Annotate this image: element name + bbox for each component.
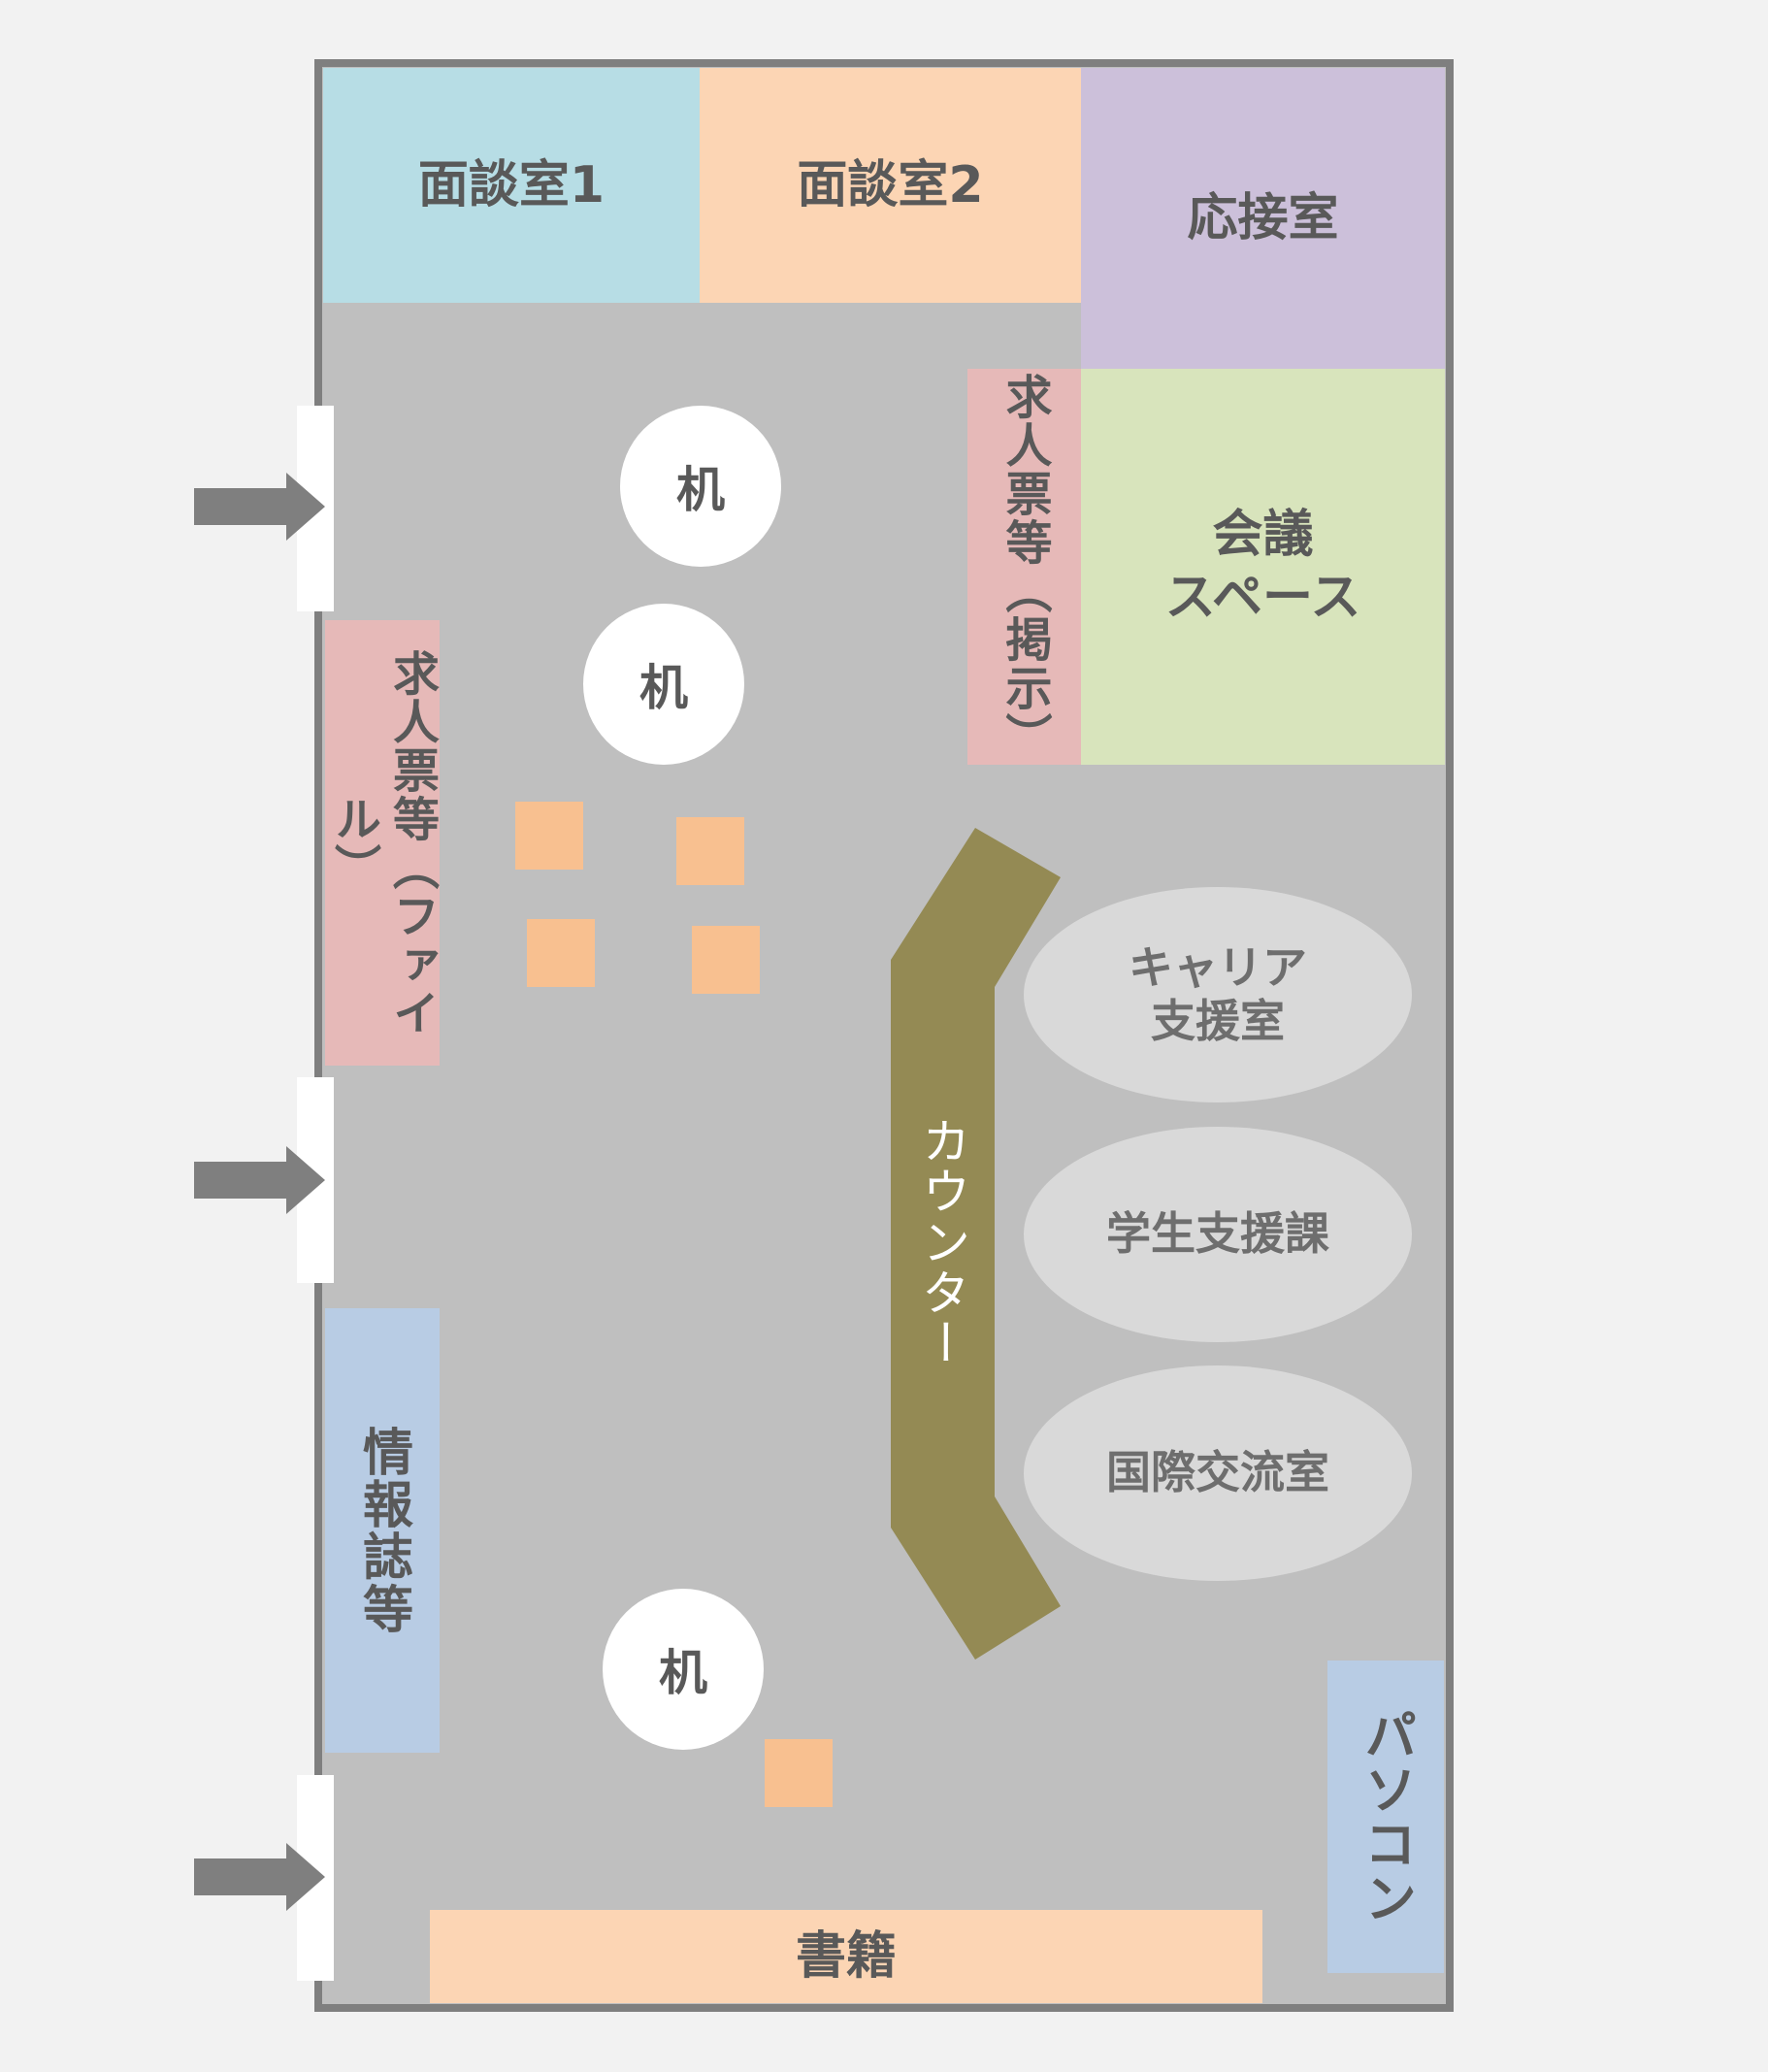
desk-label: 机 bbox=[639, 660, 688, 716]
chair bbox=[765, 1739, 833, 1807]
pc-area: パソコン bbox=[1327, 1661, 1444, 1973]
interview-room-2-label: 面談室2 bbox=[797, 155, 984, 214]
meeting-space: 会議 スペース bbox=[1081, 369, 1445, 765]
chair bbox=[515, 802, 583, 870]
right-arrow-icon bbox=[194, 473, 325, 541]
career-support-label-2: 支援室 bbox=[1151, 995, 1285, 1047]
reception-room-label: 応接室 bbox=[1187, 188, 1339, 247]
desk: 机 bbox=[583, 604, 744, 765]
counter-label: カウンター bbox=[914, 1116, 971, 1368]
student-support-label: 学生支援課 bbox=[1106, 1207, 1329, 1261]
magazine-shelf-label: 情報誌等 bbox=[353, 1426, 412, 1635]
magazine-shelf: 情報誌等 bbox=[325, 1308, 440, 1753]
reception-room: 応接室 bbox=[1081, 68, 1445, 369]
interview-room-1-label: 面談室1 bbox=[417, 155, 606, 214]
right-arrow-icon bbox=[194, 1146, 325, 1214]
chair bbox=[676, 817, 744, 885]
desk-label: 机 bbox=[676, 462, 725, 518]
desk-label: 机 bbox=[659, 1645, 707, 1701]
interview-room-1: 面談室1 bbox=[323, 68, 700, 303]
job-posting-board: 求人票等（掲示） bbox=[967, 369, 1081, 765]
meeting-space-label-1: 会議 bbox=[1212, 506, 1314, 564]
international-exchange-label: 国際交流室 bbox=[1106, 1446, 1329, 1499]
desk: 机 bbox=[603, 1589, 764, 1750]
meeting-space-label-2: スペース bbox=[1164, 569, 1361, 627]
student-support-office: 学生支援課 bbox=[1024, 1127, 1412, 1342]
desk: 机 bbox=[620, 406, 781, 567]
pc-area-label: パソコン bbox=[1355, 1708, 1417, 1925]
international-exchange-office: 国際交流室 bbox=[1024, 1365, 1412, 1581]
interview-room-2: 面談室2 bbox=[700, 68, 1081, 303]
bookshelf: 書籍 bbox=[430, 1910, 1262, 2003]
counter: カウンター bbox=[891, 1097, 994, 1388]
job-posting-file-label: 求人票等（ファイル） bbox=[326, 648, 439, 1037]
chair bbox=[527, 919, 595, 987]
job-posting-file: 求人票等（ファイル） bbox=[325, 620, 440, 1066]
job-posting-board-label: 求人票等（掲示） bbox=[997, 373, 1052, 761]
bookshelf-label: 書籍 bbox=[795, 1926, 897, 1986]
career-support-label-1: キャリア bbox=[1129, 940, 1307, 994]
right-arrow-icon bbox=[194, 1843, 325, 1911]
chair bbox=[692, 926, 760, 994]
career-support-office: キャリア 支援室 bbox=[1024, 887, 1412, 1102]
